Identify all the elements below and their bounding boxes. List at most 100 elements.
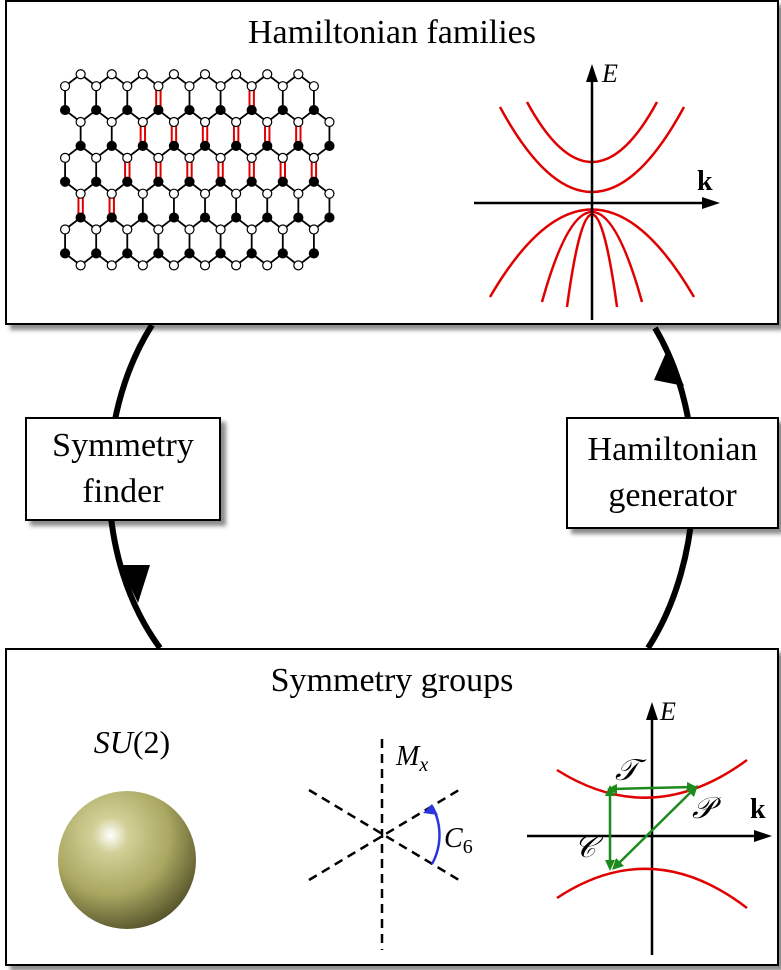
lattice-site-a <box>246 248 257 259</box>
lattice-site-a <box>122 176 133 187</box>
lattice-site-b <box>75 116 86 128</box>
lattice-site-a <box>153 104 164 116</box>
lattice-site-b <box>231 69 242 80</box>
lattice-site-a <box>199 140 211 152</box>
energy-axis-arrowhead <box>646 702 658 720</box>
lattice-site-a <box>293 140 304 152</box>
lattice-site-a <box>106 140 117 152</box>
momentum-axis-arrowhead <box>754 830 772 842</box>
lattice-site-a <box>262 212 273 223</box>
lattice-site-a <box>153 176 164 187</box>
lattice-site-b <box>59 152 71 163</box>
lattice-site-b <box>215 81 226 92</box>
lattice-site-a <box>75 212 86 223</box>
lattice-site-a <box>215 104 226 116</box>
lattice-site-b <box>324 188 335 199</box>
momentum-axis-label: k <box>697 166 713 197</box>
lattice-site-a <box>91 248 102 259</box>
lattice-site-b <box>199 188 211 199</box>
lattice-site-b <box>106 116 117 128</box>
lattice-site-a <box>308 104 319 116</box>
lattice-site-b <box>293 260 304 271</box>
lattice-site-b <box>262 69 273 80</box>
lattice-site-a <box>122 104 133 116</box>
lattice-site-a <box>277 104 288 116</box>
lattice-site-b <box>246 152 257 163</box>
lattice-site-b <box>137 116 148 128</box>
rotation-arc <box>430 805 441 865</box>
lattice-site-a <box>59 104 71 116</box>
lattice-site-b <box>168 260 180 271</box>
symmetry-groups-panel: Symmetry groups SU(2) Mx C6 <box>5 648 779 966</box>
lattice-site-b <box>168 116 180 128</box>
lattice-site-b <box>59 81 71 92</box>
hamiltonian-generator-box: Hamiltonian generator <box>566 417 779 529</box>
particle-hole-head-bottom <box>605 860 615 871</box>
momentum-axis-arrowhead <box>702 197 720 209</box>
lattice-site-a <box>137 212 148 223</box>
lattice-site-a <box>246 104 257 116</box>
energy-axis-label: E <box>659 697 676 726</box>
lattice-site-a <box>122 248 133 259</box>
lattice-site-b <box>231 260 242 271</box>
lattice-site-b <box>308 81 319 92</box>
rotation-arc-arrowhead <box>423 804 438 815</box>
lattice-site-b <box>75 188 86 199</box>
lattice-site-b <box>153 81 164 92</box>
lattice-site-b <box>137 188 148 199</box>
lattice-site-a <box>215 248 226 259</box>
lattice-site-b <box>246 81 257 92</box>
chiral-head-top <box>686 785 698 797</box>
lattice-site-a <box>168 140 180 152</box>
lattice-site-b <box>324 116 335 128</box>
symmetry-finder-box: Symmetry finder <box>25 417 221 521</box>
lattice-site-a <box>91 176 102 187</box>
lattice-site-b <box>168 188 180 199</box>
lattice-site-a <box>277 176 288 187</box>
lattice-site-b <box>293 188 304 199</box>
mirror-label: Mx <box>395 741 428 776</box>
lattice-site-a <box>168 212 180 223</box>
lattice-site-a <box>137 140 148 152</box>
lattice-site-a <box>293 212 304 223</box>
right-arrowhead <box>654 348 684 386</box>
lattice-site-b <box>308 152 319 163</box>
band-structure-plot: E k <box>474 59 720 320</box>
lattice-site-b <box>91 224 102 235</box>
lattice-site-a <box>91 104 102 116</box>
lattice-site-b <box>106 260 117 271</box>
rotation-axis-2 <box>308 788 460 882</box>
lattice-site-a <box>184 176 195 187</box>
lattice-site-a <box>231 140 242 152</box>
hamiltonian-generator-line2: generator <box>608 477 737 514</box>
lattice-site-a <box>106 212 117 223</box>
left-arrowhead <box>120 565 150 603</box>
lattice-site-b <box>184 224 195 235</box>
lattice-site-b <box>199 260 211 271</box>
lattice-site-b <box>59 224 71 235</box>
lattice-site-a <box>324 140 335 152</box>
lattice-site-b <box>231 188 242 199</box>
lattice-site-b <box>199 116 211 128</box>
lattice-site-b <box>184 81 195 92</box>
lattice-site-b <box>75 69 86 80</box>
lattice-site-b <box>215 152 226 163</box>
su2-label: SU(2) <box>94 724 170 760</box>
lattice-site-a <box>215 176 226 187</box>
lattice-site-a <box>153 248 164 259</box>
lattice-site-b <box>262 188 273 199</box>
honeycomb-lattice <box>59 69 335 271</box>
lattice-site-a <box>199 212 211 223</box>
lattice-site-b <box>106 69 117 80</box>
lattice-site-b <box>277 152 288 163</box>
lattice-site-b <box>277 81 288 92</box>
rotation-axis-1 <box>308 788 460 882</box>
chiral-arrow <box>616 789 694 866</box>
lattice-site-a <box>59 248 71 259</box>
lattice-site-b <box>215 224 226 235</box>
lattice-site-b <box>262 260 273 271</box>
lattice-site-b <box>122 81 133 92</box>
hamiltonian-families-panel: Hamiltonian families E k <box>5 0 779 325</box>
chiral-head-bottom <box>612 858 624 870</box>
